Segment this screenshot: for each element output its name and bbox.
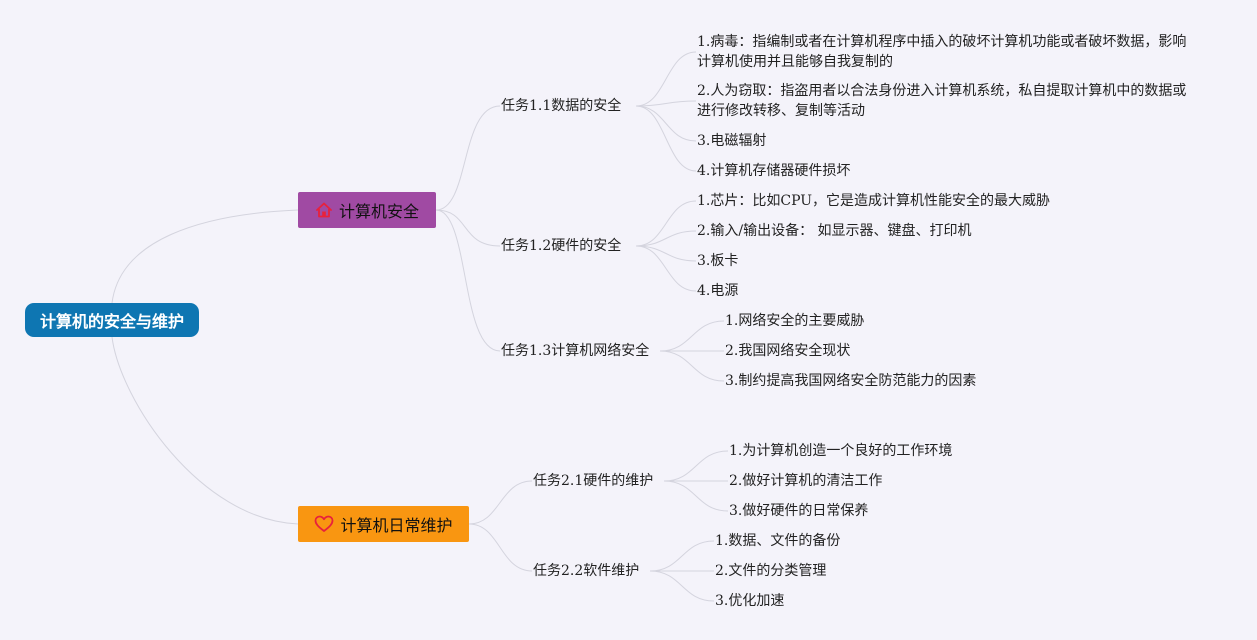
leaf-label: 2.文件的分类管理: [715, 563, 827, 579]
task-1-2-node[interactable]: 任务1.2硬件的安全: [501, 236, 621, 256]
leaf-label: 2.做好计算机的清洁工作: [729, 473, 883, 489]
branch-label: 计算机安全: [338, 202, 419, 221]
task-label: 任务1.2硬件的安全: [501, 238, 622, 254]
root-node[interactable]: 计算机的安全与维护: [25, 303, 199, 337]
leaf-node[interactable]: 2.做好计算机的清洁工作: [729, 471, 882, 491]
leaf-label: 2.输入/输出设备： 如显示器、键盘、打印机: [697, 223, 972, 239]
leaf-label: 3.做好硬件的日常保养: [729, 503, 869, 519]
link-task-1-3-leaf-0: [659, 320, 725, 352]
leaf-node[interactable]: 3.做好硬件的日常保养: [729, 501, 868, 521]
heart-icon: [314, 515, 334, 533]
leaf-node[interactable]: 3.优化加速: [715, 591, 784, 611]
leaf-node[interactable]: 1.病毒：指编制或者在计算机程序中插入的破坏计算机功能或者破坏数据，影响计算机使…: [697, 32, 1197, 72]
leaf-label: 1.为计算机创造一个良好的工作环境: [729, 443, 953, 459]
link-branch-0-task-2: [435, 209, 501, 352]
link-task-1-2-leaf-1: [635, 230, 697, 247]
leaf-label: 3.板卡: [697, 253, 739, 269]
link-branch-1-task-1: [468, 523, 533, 572]
branch-label: 计算机日常维护: [340, 516, 453, 535]
link-task-2-1-leaf-0: [663, 450, 729, 482]
task-label: 任务2.2软件维护: [533, 563, 640, 579]
leaf-node[interactable]: 2.输入/输出设备： 如显示器、键盘、打印机: [697, 221, 972, 241]
leaf-label: 1.网络安全的主要威胁: [725, 313, 865, 329]
leaf-label: 1.病毒：指编制或者在计算机程序中插入的破坏计算机功能或者破坏数据，影响计算机使…: [697, 34, 1187, 70]
leaf-node[interactable]: 3.制约提高我国网络安全防范能力的因素: [725, 371, 976, 391]
link-branch-0-task-1: [435, 209, 501, 247]
link-task-2-1-leaf-2: [663, 480, 729, 512]
leaf-node[interactable]: 2.人为窃取：指盗用者以合法身份进入计算机系统，私自提取计算机中的数据或进行修改…: [697, 81, 1197, 121]
branch-computer-maintenance[interactable]: 计算机日常维护: [298, 506, 469, 542]
link-task-1-1-leaf-1: [635, 100, 697, 107]
task-label: 任务2.1硬件的维护: [533, 473, 654, 489]
link-root-branch-0: [111, 209, 299, 304]
root-label: 计算机的安全与维护: [39, 312, 184, 331]
link-task-1-2-leaf-2: [635, 245, 697, 262]
link-root-branch-1: [111, 336, 299, 525]
task-1-3-node[interactable]: 任务1.3计算机网络安全: [501, 341, 649, 361]
link-task-1-2-leaf-0: [635, 200, 697, 247]
leaf-label: 1.芯片：比如CPU，它是造成计算机性能安全的最大威胁: [697, 193, 1051, 209]
task-2-2-node[interactable]: 任务2.2软件维护: [533, 561, 639, 581]
link-task-2-2-leaf-2: [649, 570, 715, 602]
link-branch-1-task-0: [468, 480, 533, 525]
link-task-1-1-leaf-3: [635, 105, 697, 172]
leaf-label: 2.我国网络安全现状: [725, 343, 851, 359]
leaf-label: 2.人为窃取：指盗用者以合法身份进入计算机系统，私自提取计算机中的数据或进行修改…: [697, 83, 1187, 119]
task-2-1-node[interactable]: 任务2.1硬件的维护: [533, 471, 653, 491]
leaf-node[interactable]: 3.板卡: [697, 251, 738, 271]
link-task-1-2-leaf-3: [635, 245, 697, 292]
task-1-1-node[interactable]: 任务1.1数据的安全: [501, 96, 621, 116]
link-branch-0-task-0: [435, 105, 501, 211]
leaf-node[interactable]: 2.我国网络安全现状: [725, 341, 850, 361]
link-task-2-2-leaf-0: [649, 540, 715, 572]
leaf-node[interactable]: 3.电磁辐射: [697, 131, 766, 151]
home-icon: [315, 201, 333, 219]
link-task-1-1-leaf-0: [635, 51, 697, 107]
leaf-node[interactable]: 1.芯片：比如CPU，它是造成计算机性能安全的最大威胁: [697, 191, 1050, 211]
branch-computer-security[interactable]: 计算机安全: [298, 192, 436, 228]
leaf-label: 3.优化加速: [715, 593, 785, 609]
leaf-node[interactable]: 4.电源: [697, 281, 738, 301]
leaf-label: 3.制约提高我国网络安全防范能力的因素: [725, 373, 977, 389]
link-task-1-3-leaf-2: [659, 350, 725, 382]
leaf-node[interactable]: 1.数据、文件的备份: [715, 531, 840, 551]
leaf-label: 1.数据、文件的备份: [715, 533, 841, 549]
task-label: 任务1.1数据的安全: [501, 98, 622, 114]
leaf-label: 3.电磁辐射: [697, 133, 767, 149]
leaf-label: 4.电源: [697, 283, 739, 299]
leaf-label: 4.计算机存储器硬件损坏: [697, 163, 851, 179]
leaf-node[interactable]: 4.计算机存储器硬件损坏: [697, 161, 850, 181]
leaf-node[interactable]: 1.网络安全的主要威胁: [725, 311, 864, 331]
leaf-node[interactable]: 2.文件的分类管理: [715, 561, 826, 581]
link-task-1-1-leaf-2: [635, 105, 697, 142]
leaf-node[interactable]: 1.为计算机创造一个良好的工作环境: [729, 441, 952, 461]
task-label: 任务1.3计算机网络安全: [501, 343, 650, 359]
